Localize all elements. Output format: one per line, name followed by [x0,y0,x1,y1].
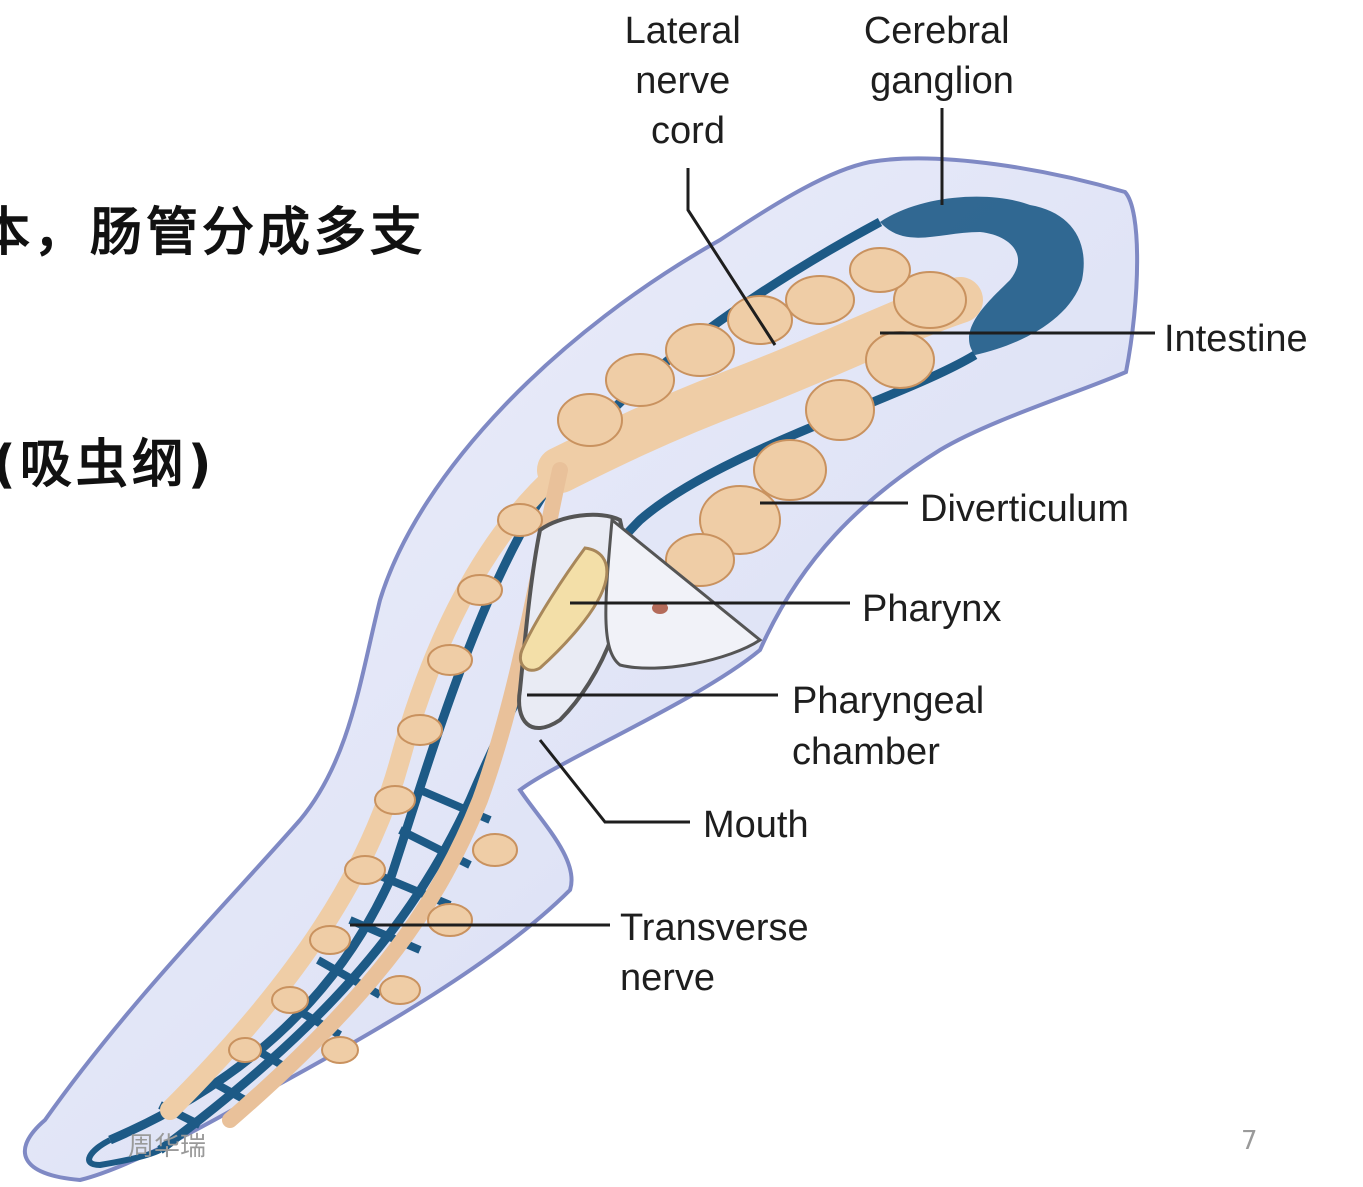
label-lateral-nerve-cord: Lateral nerve cord [625,10,752,152]
label-cerebral-ganglion-line-1: Cerebral [864,10,1010,52]
label-cerebral-ganglion-line-2: ganglion [870,60,1014,102]
label-lateral-nerve-cord-line-2: nerve [635,60,730,102]
label-lateral-nerve-cord-line-3: cord [651,110,725,152]
label-pharyngeal-chamber-line-2: chamber [792,731,940,773]
label-transverse-nerve-line-2: nerve [620,957,715,999]
label-transverse-nerve: Transverse nerve [620,907,819,999]
label-mouth: Mouth [703,804,809,846]
label-pharynx: Pharynx [862,588,1001,630]
label-cerebral-ganglion: Cerebral ganglion [864,10,1020,102]
label-diverticulum: Diverticulum [920,488,1129,530]
label-pharyngeal-chamber-line-1: Pharyngeal [792,680,984,722]
label-intestine: Intestine [1164,318,1308,360]
label-pharyngeal-chamber: Pharyngeal chamber [792,680,995,773]
label-transverse-nerve-line-1: Transverse [620,907,809,949]
label-lateral-nerve-cord-line-1: Lateral [625,10,741,52]
slide-author: 周华瑞 [128,1126,206,1163]
slide-page-number: 7 [1241,1126,1258,1156]
